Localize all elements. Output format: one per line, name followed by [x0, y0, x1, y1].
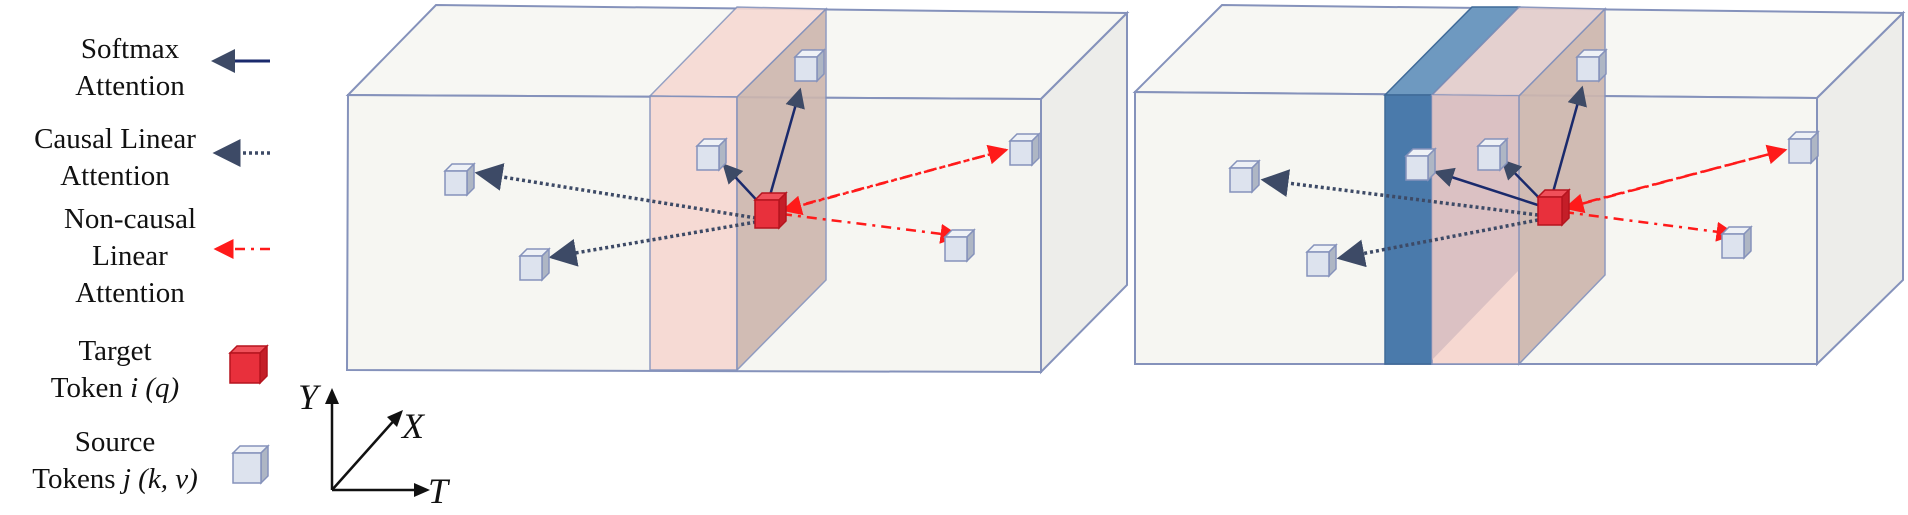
source-token-cube [1228, 159, 1261, 194]
y-axis-label: Y [298, 377, 319, 417]
legend-text: Token i (q) [30, 370, 200, 407]
cube-front [1306, 251, 1330, 277]
source-token-cube [1476, 137, 1509, 172]
blue-slab-front [1384, 94, 1433, 365]
slab-front [649, 95, 738, 371]
causal-attention-arrow [548, 220, 757, 267]
x-axis-label: X [402, 406, 424, 446]
legend-text: Source [74, 426, 156, 458]
legend-noncausal-label: Non-causal Linear Attention [50, 201, 210, 312]
legend-text: Non-causal [63, 203, 197, 235]
legend-word: Token [50, 372, 123, 404]
source-token-cube [1720, 225, 1753, 260]
noncausal-attention-arrow [781, 148, 1007, 216]
t-arrowhead [414, 483, 430, 497]
legend-var: (q) [145, 372, 180, 404]
source-token-cube [518, 247, 551, 282]
legend-text: Softmax [80, 33, 180, 65]
volume-right [1132, 3, 1906, 367]
cube-front [1537, 196, 1563, 226]
cube-front [1576, 56, 1600, 82]
source-token-cube [1787, 130, 1820, 165]
cube-side [260, 444, 269, 485]
causal-attention-arrow [1336, 218, 1539, 268]
source-token-cube [443, 162, 476, 197]
legend-softmax-label: Softmax Attention [60, 31, 200, 105]
x-axis-arrow [331, 415, 399, 491]
legend-source-label: Source Tokens j (k, v) [5, 424, 225, 498]
cube-front [519, 255, 543, 281]
source-token-cube [943, 228, 976, 263]
x-arrowhead [387, 410, 403, 427]
cube-front [1405, 155, 1429, 181]
source-token-cube [231, 444, 270, 485]
source-token-cube [793, 48, 826, 83]
legend-text: Linear [92, 240, 168, 272]
cube-front [232, 452, 262, 484]
legend-text: Causal Linear [34, 123, 196, 155]
causal-attention-arrow [474, 163, 757, 220]
softmax-attention-arrow [1548, 85, 1587, 204]
cube-front [696, 145, 720, 171]
legend-target-label: Target Token i (q) [30, 333, 200, 407]
tokens [228, 48, 1820, 485]
softmax-attention-arrow [1433, 167, 1545, 209]
legend-text: Target [78, 335, 152, 367]
cube-side [778, 191, 787, 230]
causal-attention-arrow [1260, 169, 1539, 217]
softmax-attention-arrow [765, 87, 805, 207]
legend-var: j [122, 463, 131, 495]
axes-indicator [325, 388, 430, 497]
cube-front [444, 170, 468, 196]
target-token-cube [228, 344, 269, 385]
t-axis-label: T [428, 471, 449, 511]
source-token-cube [1008, 132, 1041, 167]
cube-front [1477, 145, 1501, 171]
legend-causal-label: Causal Linear Attention [15, 121, 215, 195]
cube-front [1721, 233, 1745, 259]
legend-var: i [130, 372, 139, 404]
legend-word: Tokens [32, 463, 116, 495]
source-token-cube [695, 137, 728, 172]
legend-text: Attention [75, 70, 185, 102]
source-token-cube [1404, 147, 1437, 182]
source-token-cube [1305, 243, 1338, 278]
y-arrowhead [325, 388, 339, 404]
noncausal-attention-arrow [781, 144, 1009, 212]
cube-front [754, 199, 780, 229]
legend-text: Tokens j (k, v) [5, 461, 225, 498]
source-token-cube [1575, 48, 1608, 83]
cube-front [794, 56, 818, 82]
legend-text: Attention [60, 160, 170, 192]
legend-text: Attention [75, 277, 185, 309]
legend-var: (k, v) [138, 463, 198, 495]
cube-front [229, 352, 261, 384]
cube-side [259, 344, 268, 385]
cube-front [1788, 138, 1812, 164]
cube-side [1561, 188, 1570, 227]
noncausal-attention-arrow [781, 212, 961, 244]
cube-front [1009, 140, 1033, 166]
cube-front [944, 236, 968, 262]
target-token-cube [753, 191, 788, 230]
noncausal-attention-arrow [1563, 210, 1737, 242]
target-token-cube [1536, 188, 1571, 227]
cube-front [1229, 167, 1253, 193]
